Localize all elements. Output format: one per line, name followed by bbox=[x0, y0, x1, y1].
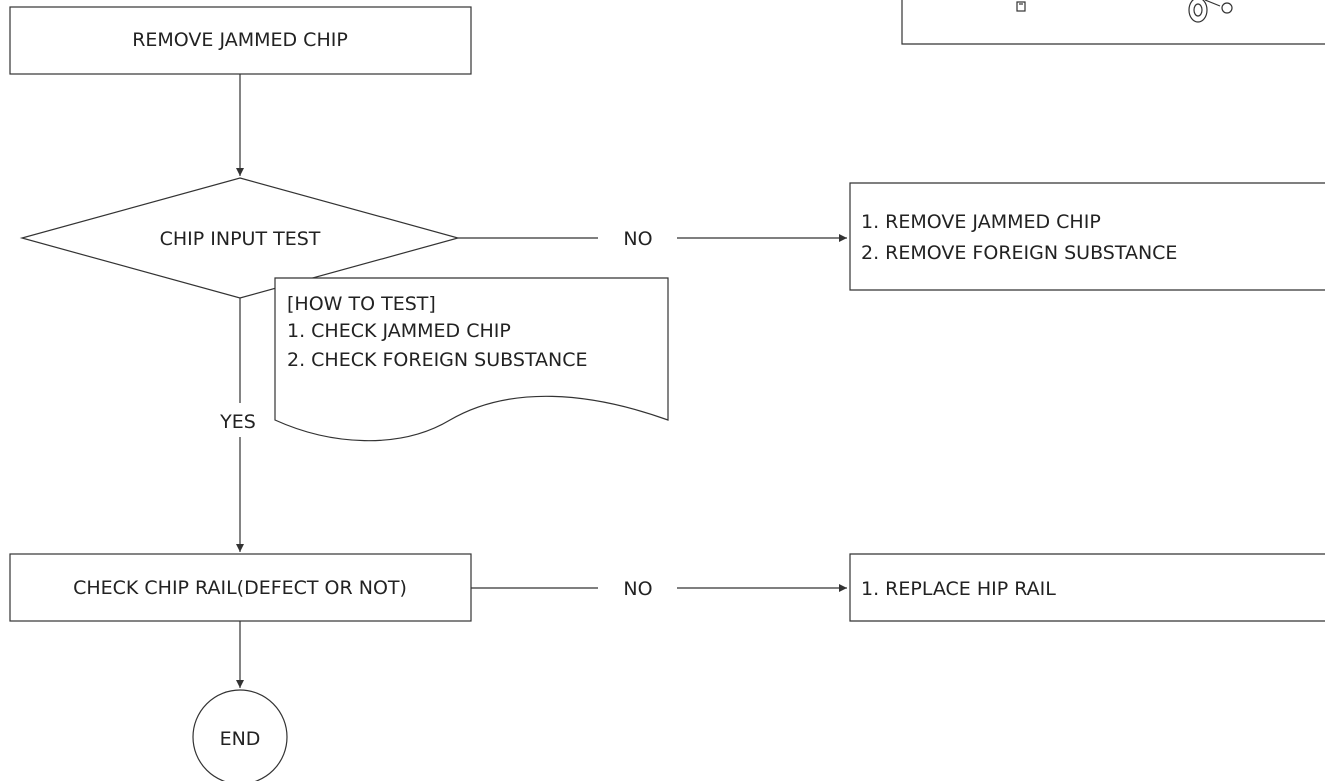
caster-wheel-icon bbox=[1188, 0, 1233, 23]
edge-no1-label: NO bbox=[623, 228, 652, 250]
note-line-1: [HOW TO TEST] bbox=[287, 293, 436, 315]
remedy1-line-2: 2. REMOVE FOREIGN SUBSTANCE bbox=[861, 242, 1177, 264]
illustration-panel bbox=[901, 0, 1325, 45]
start-box: REMOVE JAMMED CHIP bbox=[9, 6, 472, 75]
how-to-test-note: [HOW TO TEST] 1. CHECK JAMMED CHIP 2. CH… bbox=[274, 277, 669, 442]
edge-yes-label: YES bbox=[219, 411, 256, 433]
note-line-2: 1. CHECK JAMMED CHIP bbox=[287, 320, 511, 342]
remedy-box-2: 1. REPLACE HIP RAIL bbox=[849, 553, 1325, 622]
edge-no2-label: NO bbox=[623, 578, 652, 600]
check-rail-label: CHECK CHIP RAIL(DEFECT OR NOT) bbox=[73, 577, 407, 599]
decision-label: CHIP INPUT TEST bbox=[160, 228, 321, 250]
end-label: END bbox=[220, 728, 261, 750]
machine-part-icon bbox=[1016, 1, 1026, 12]
check-rail-box: CHECK CHIP RAIL(DEFECT OR NOT) bbox=[9, 553, 472, 622]
remedy2-label: 1. REPLACE HIP RAIL bbox=[861, 578, 1056, 600]
remedy1-line-1: 1. REMOVE JAMMED CHIP bbox=[861, 211, 1101, 233]
remedy-box-1: 1. REMOVE JAMMED CHIP 2. REMOVE FOREIGN … bbox=[849, 182, 1325, 291]
note-line-3: 2. CHECK FOREIGN SUBSTANCE bbox=[287, 349, 588, 371]
start-box-label: REMOVE JAMMED CHIP bbox=[132, 29, 348, 51]
end-terminal: END bbox=[192, 689, 288, 781]
